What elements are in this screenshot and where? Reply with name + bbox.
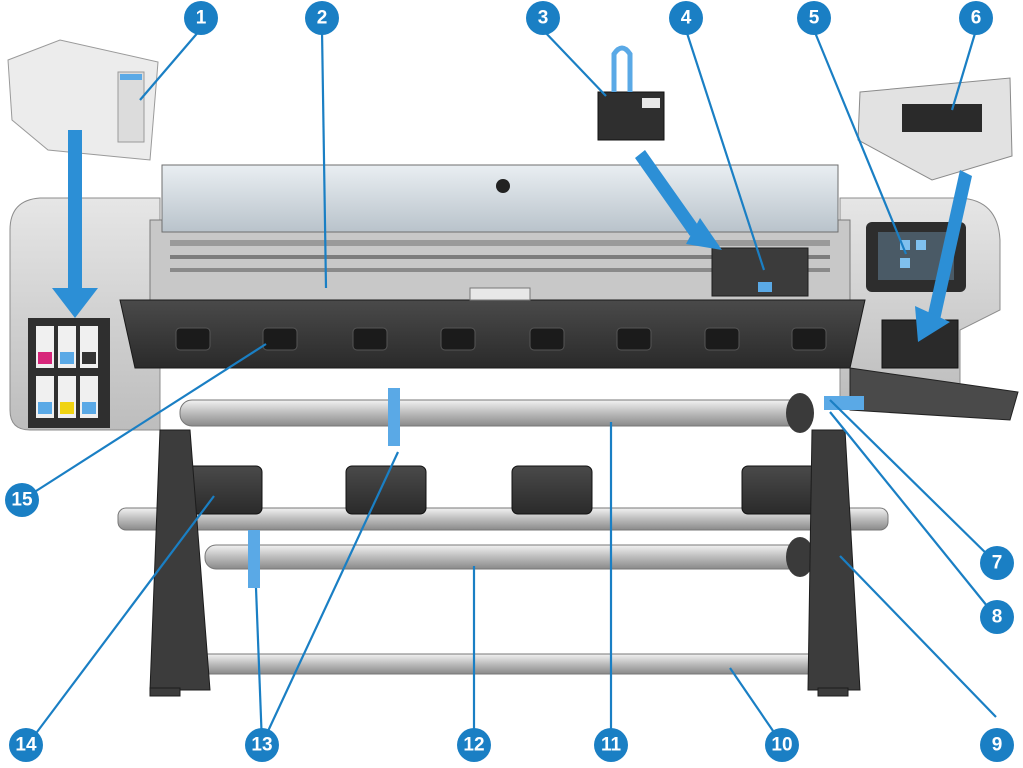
svg-text:11: 11 xyxy=(601,735,622,756)
svg-text:3: 3 xyxy=(538,8,549,29)
callout-11: 11 xyxy=(594,728,628,762)
svg-text:9: 9 xyxy=(992,735,1003,756)
printer-body xyxy=(9,164,1019,431)
loose-ink-cartridge xyxy=(7,39,159,161)
leader-lines xyxy=(21,29,997,745)
callout-5: 5 xyxy=(797,1,831,35)
svg-text:15: 15 xyxy=(11,490,33,511)
callout-1: 1 xyxy=(184,1,218,35)
svg-text:4: 4 xyxy=(681,8,692,29)
svg-text:1: 1 xyxy=(196,8,207,29)
callout-7: 7 xyxy=(980,546,1014,580)
svg-text:13: 13 xyxy=(251,735,272,756)
callout-12: 12 xyxy=(457,728,491,762)
callout-8: 8 xyxy=(980,600,1014,634)
callout-3: 3 xyxy=(526,1,560,35)
callout-15: 15 xyxy=(5,483,39,517)
svg-text:6: 6 xyxy=(971,8,982,29)
media-guides xyxy=(177,465,833,515)
svg-text:10: 10 xyxy=(771,735,792,756)
callout-6: 6 xyxy=(959,1,993,35)
svg-text:5: 5 xyxy=(809,8,820,29)
callout-9: 9 xyxy=(980,728,1014,762)
svg-text:14: 14 xyxy=(15,735,37,756)
loose-printhead xyxy=(597,45,665,141)
loose-maintenance-cartridge xyxy=(857,77,1013,181)
svg-text:2: 2 xyxy=(317,8,328,29)
callout-4: 4 xyxy=(669,1,703,35)
install-arrows xyxy=(52,130,972,342)
svg-text:7: 7 xyxy=(992,553,1003,574)
callout-2: 2 xyxy=(305,1,339,35)
callout-10: 10 xyxy=(765,728,799,762)
svg-text:12: 12 xyxy=(463,735,484,756)
media-spindles xyxy=(117,388,889,675)
printer-stand xyxy=(149,429,861,697)
dryer-vents xyxy=(175,327,827,351)
callout-13: 13 xyxy=(245,728,279,762)
callouts: 1 2 3 4 5 6 7 8 9 10 11 12 13 14 15 xyxy=(5,1,1014,762)
ink-cartridge-bay xyxy=(28,318,110,428)
callout-14: 14 xyxy=(9,728,43,762)
svg-text:8: 8 xyxy=(992,607,1003,628)
